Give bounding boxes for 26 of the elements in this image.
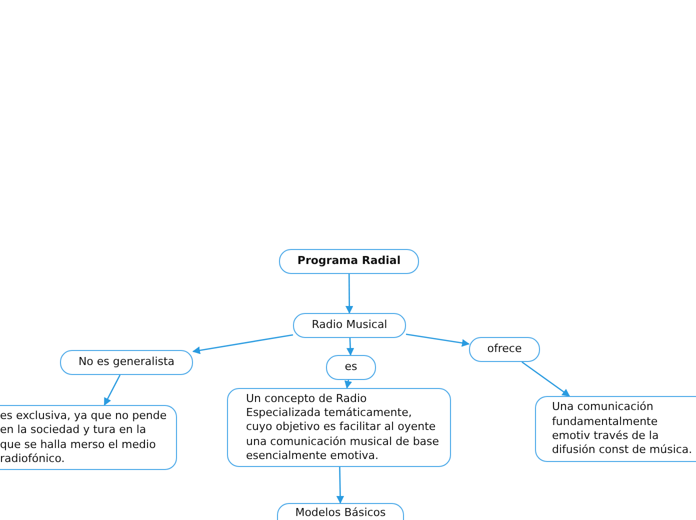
concept-box: [279, 249, 419, 274]
node-text: Modelos Básicos: [295, 506, 386, 520]
arrow: [104, 374, 121, 406]
arrow: [346, 338, 354, 356]
concept-box: [0, 405, 177, 470]
node-text: Programa Radial: [297, 254, 401, 269]
concept-box: [469, 337, 540, 362]
node-text: Un concepto de Radio Especializada temáticamente, cuyo objetivo es facilitar al oyente una comunicación musical de base esencialmente emotiva.: [246, 392, 440, 464]
node-text: ofrece: [487, 342, 522, 357]
node-text: Una comunicación fundamentalmente emotiv través de la difusión const de música.: [552, 400, 694, 458]
concept-box: [277, 503, 404, 520]
arrow: [522, 361, 570, 397]
node-text: Radio Musical: [312, 318, 388, 333]
concept-box: [227, 388, 451, 467]
node-text: es: [344, 360, 358, 375]
concept-box: [326, 355, 376, 380]
concept-box: [293, 313, 406, 338]
concept-box: [60, 350, 193, 375]
arrow: [336, 466, 344, 504]
node-text: es exclusiva, ya que no pende en la sociedad y tura en la que se halla merso el medio radiofónico.: [0, 408, 168, 466]
arrow: [192, 334, 294, 354]
arrow: [345, 274, 354, 314]
node-text: No es generalista: [78, 355, 175, 370]
arrow: [344, 380, 352, 389]
concept-box: [535, 396, 696, 462]
arrow: [406, 334, 470, 347]
